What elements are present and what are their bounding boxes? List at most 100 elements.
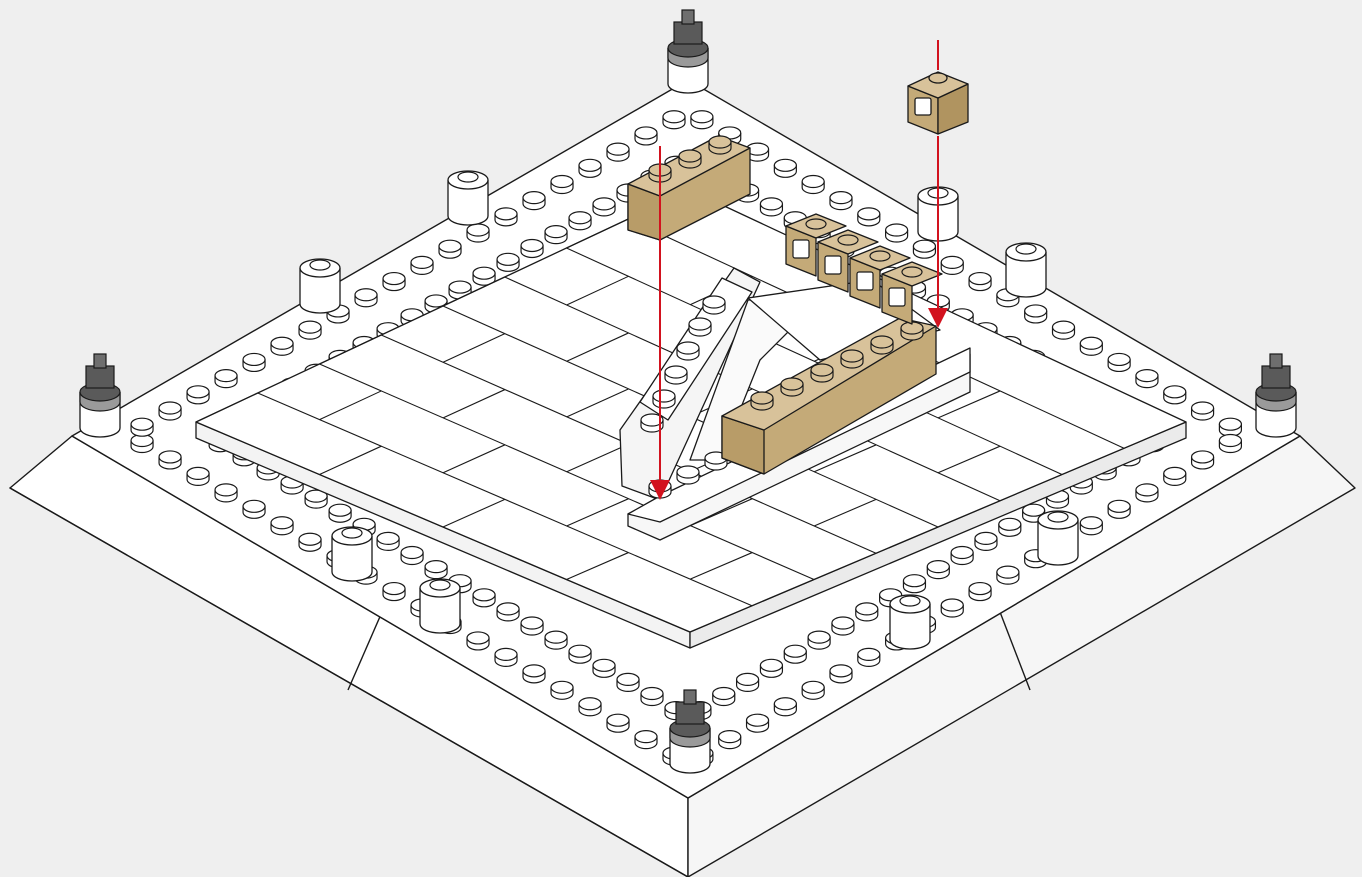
round-brick xyxy=(1006,243,1046,297)
baseplate-stud xyxy=(401,547,423,565)
baseplate-stud xyxy=(545,226,567,244)
round-brick xyxy=(300,259,340,313)
tan-1x3-stud xyxy=(709,136,731,154)
tan-1x6-stud xyxy=(841,350,863,368)
tan-1x1-hole xyxy=(889,288,905,306)
clip xyxy=(676,702,704,724)
baseplate-stud xyxy=(1080,517,1102,535)
baseplate-stud xyxy=(467,224,489,242)
tan-1x1-stud xyxy=(806,219,826,229)
baseplate-stud xyxy=(808,631,830,649)
baseplate-stud xyxy=(159,451,181,469)
baseplate-stud xyxy=(131,434,153,452)
baseplate-stud xyxy=(856,603,878,621)
baseplate-stud xyxy=(997,566,1019,584)
frame-stud xyxy=(677,466,699,484)
baseplate-stud xyxy=(569,645,591,663)
baseplate-stud xyxy=(1192,451,1214,469)
baseplate-stud xyxy=(802,681,824,699)
baseplate-stud xyxy=(747,714,769,732)
baseplate-stud xyxy=(830,665,852,683)
baseplate-stud xyxy=(802,175,824,193)
baseplate-stud xyxy=(383,273,405,291)
baseplate-stud xyxy=(719,731,741,749)
baseplate-stud xyxy=(299,533,321,551)
baseplate-stud xyxy=(969,583,991,601)
baseplate-stud xyxy=(329,504,351,522)
baseplate-stud xyxy=(886,224,908,242)
tan-1x6-stud xyxy=(751,392,773,410)
tan-1x6-stud xyxy=(781,378,803,396)
baseplate-stud xyxy=(551,175,573,193)
baseplate-stud xyxy=(760,198,782,216)
baseplate-stud xyxy=(425,561,447,579)
baseplate-stud xyxy=(271,337,293,355)
baseplate-stud xyxy=(1136,484,1158,502)
baseplate-stud xyxy=(383,583,405,601)
baseplate-stud xyxy=(941,256,963,274)
clip xyxy=(674,22,702,44)
baseplate-stud xyxy=(858,208,880,226)
baseplate-stud xyxy=(215,484,237,502)
tan-1x1-brick-with-hole xyxy=(908,72,968,134)
baseplate-stud xyxy=(1136,370,1158,388)
tan-1x1-hole xyxy=(793,240,809,258)
baseplate-stud xyxy=(411,256,433,274)
baseplate-stud xyxy=(975,532,997,550)
frame-stud xyxy=(703,296,725,314)
baseplate-stud xyxy=(607,714,629,732)
baseplate-stud xyxy=(927,561,949,579)
baseplate-stud xyxy=(737,673,759,691)
baseplate-stud xyxy=(551,681,573,699)
tan-1x6-stud xyxy=(871,336,893,354)
baseplate-stud xyxy=(593,659,615,677)
baseplate-stud xyxy=(355,289,377,307)
baseplate-stud xyxy=(523,192,545,210)
baseplate-stud xyxy=(607,143,629,161)
baseplate-stud xyxy=(832,617,854,635)
tan-1x1-hole xyxy=(857,272,873,290)
baseplate-stud xyxy=(999,518,1021,536)
tan-1x1-stud xyxy=(929,73,947,83)
tan-1x6-stud xyxy=(811,364,833,382)
round-brick-with-clip xyxy=(668,10,708,93)
baseplate-stud xyxy=(593,198,615,216)
round-brick xyxy=(332,527,372,581)
baseplate-stud xyxy=(243,353,265,371)
round-brick xyxy=(448,171,488,225)
baseplate-stud xyxy=(579,159,601,177)
frame-stud xyxy=(677,342,699,360)
baseplate-stud xyxy=(951,547,973,565)
baseplate-stud xyxy=(377,532,399,550)
baseplate-stud xyxy=(545,631,567,649)
baseplate-stud xyxy=(497,603,519,621)
baseplate-stud xyxy=(523,665,545,683)
baseplate-stud xyxy=(760,659,782,677)
baseplate-stud xyxy=(1219,434,1241,452)
baseplate-stud xyxy=(691,111,713,129)
baseplate-stud xyxy=(495,648,517,666)
tan-1x1-stud xyxy=(902,267,922,277)
baseplate-stud xyxy=(1108,500,1130,518)
tan-1x1-stud xyxy=(838,235,858,245)
round-brick-with-clip xyxy=(1256,354,1296,437)
baseplate-stud xyxy=(1219,418,1241,436)
baseplate-stud xyxy=(858,648,880,666)
baseplate-stud xyxy=(1164,386,1186,404)
baseplate-stud xyxy=(1053,321,1075,339)
tan-1x1-stud xyxy=(870,251,890,261)
baseplate-stud xyxy=(521,239,543,257)
baseplate-stud xyxy=(1080,337,1102,355)
baseplate-stud xyxy=(579,698,601,716)
round-brick-with-clip xyxy=(80,354,120,437)
baseplate-stud xyxy=(159,402,181,420)
round-brick xyxy=(890,595,930,649)
tan-1x1-hole xyxy=(825,256,841,274)
baseplate-stud xyxy=(713,688,735,706)
baseplate-stud xyxy=(774,159,796,177)
frame-stud xyxy=(689,318,711,336)
baseplate-stud xyxy=(1164,467,1186,485)
baseplate-stud xyxy=(439,240,461,258)
baseplate-stud xyxy=(635,127,657,145)
